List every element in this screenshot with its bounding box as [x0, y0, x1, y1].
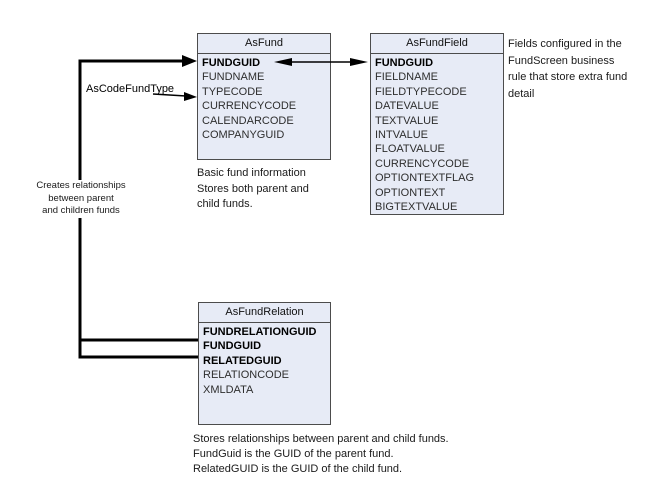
- table-asfund-title: AsFund: [198, 34, 330, 54]
- field-fieldname: FIELDNAME: [375, 71, 438, 84]
- field-typecode: TYPECODE: [202, 85, 263, 98]
- field-optiontextflag: OPTIONTEXTFLAG: [375, 172, 475, 185]
- field-relationcode: RELATIONCODE: [203, 369, 289, 382]
- field-currencycode: CURRENCYCODE: [202, 100, 297, 113]
- field-floatvalue: FLOATVALUE: [375, 143, 445, 156]
- field-optiontext: OPTIONTEXT: [375, 186, 446, 199]
- asfundfield-note: Fields configured in the FundScreen busi…: [508, 38, 628, 100]
- field-fundguid: FUNDGUID: [202, 57, 261, 69]
- field-intvalue: INTVALUE: [375, 129, 428, 142]
- field-fundguid: FUNDGUID: [375, 57, 434, 69]
- asfund-caption: Basic fund information Stores both paren…: [197, 167, 309, 210]
- table-asfundrelation-title: AsFundRelation: [199, 303, 330, 323]
- field-relatedguid: RELATEDGUID: [203, 354, 282, 367]
- field-bigtextvalue: BIGTEXTVALUE: [375, 201, 458, 214]
- table-asfundfield-title: AsFundField: [371, 34, 503, 54]
- field-calendarcode: CALENDARCODE: [202, 114, 294, 127]
- field-currencycode: CURRENCYCODE: [375, 157, 470, 170]
- field-textvalue: TEXTVALUE: [375, 114, 439, 127]
- field-fieldtypecode: FIELDTYPECODE: [375, 85, 467, 98]
- asfundrelation-caption: Stores relationships between parent and …: [193, 433, 449, 475]
- field-fundguid: FUNDGUID: [203, 340, 262, 353]
- field-fundrelationguid: FUNDRELATIONGUID: [203, 326, 317, 338]
- arrowhead-into-asfund-fundguid: [182, 55, 197, 67]
- ascodefundtype-label: AsCodeFundType: [86, 83, 175, 95]
- arrowhead-toward-asfundfield: [350, 58, 368, 66]
- field-datevalue: DATEVALUE: [375, 100, 439, 113]
- arrowhead-into-typecode: [184, 92, 197, 101]
- field-xmldata: XMLDATA: [203, 383, 254, 396]
- field-fundname: FUNDNAME: [202, 71, 265, 84]
- creates-relationships-label: Creates relationships between parent and…: [8, 180, 154, 218]
- field-companyguid: COMPANYGUID: [202, 129, 285, 142]
